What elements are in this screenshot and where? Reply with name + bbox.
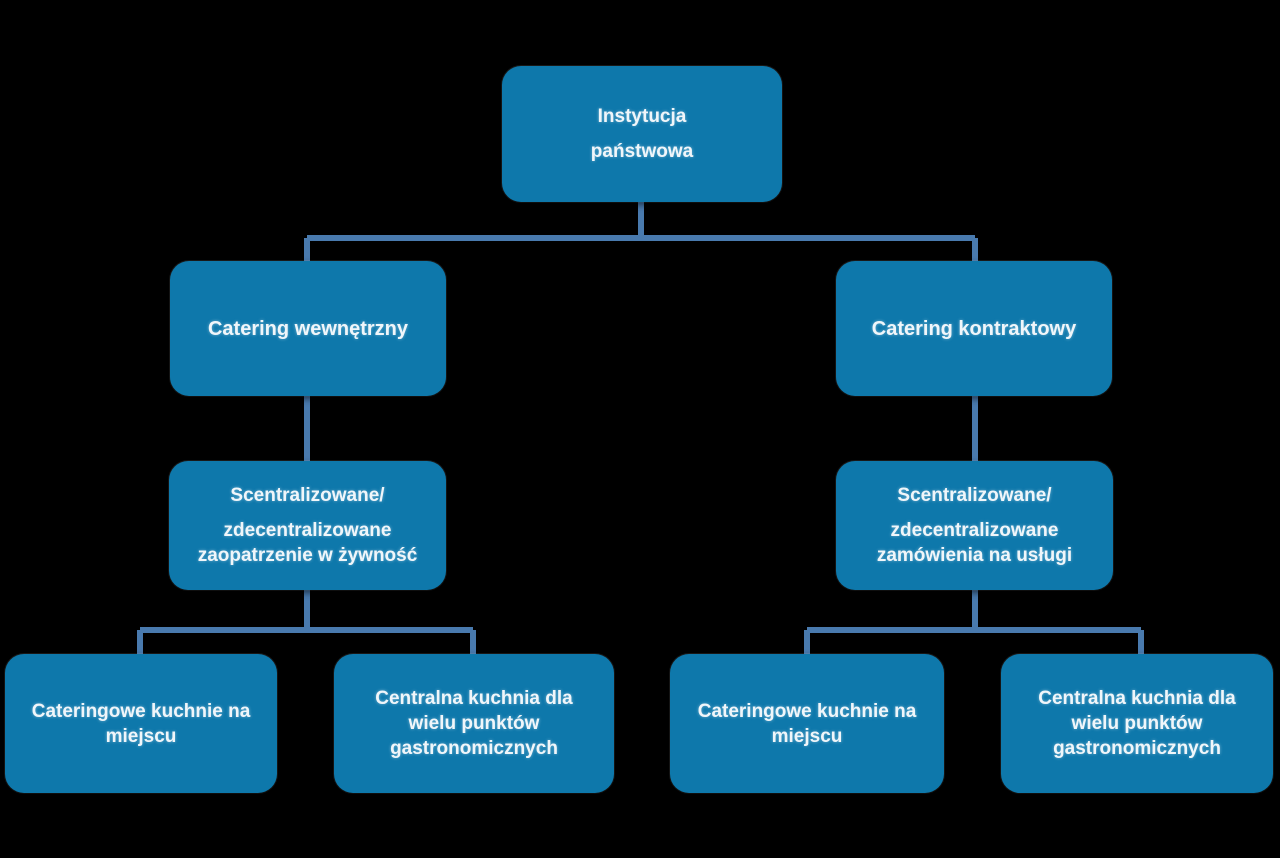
node-label-line: państwowa <box>590 141 694 162</box>
node-label-line: Instytucja <box>597 106 687 127</box>
node-label-line: Centralna kuchnia dla <box>375 688 573 709</box>
node-label-line: wielu punktów <box>1071 713 1203 734</box>
node-centralna-kuchnia-left[interactable]: Centralna kuchnia dla wielu punktów gast… <box>334 654 614 793</box>
node-catering-kontraktowy[interactable]: Catering kontraktowy <box>836 261 1112 396</box>
node-label-line: zamówienia na usługi <box>876 545 1073 566</box>
node-label-line: zdecentralizowane <box>223 520 392 541</box>
node-label-line: Cateringowe kuchnie na <box>31 700 251 722</box>
node-label-line: Scentralizowane/ <box>230 485 385 506</box>
node-label-line: gastronomicznych <box>1053 738 1221 759</box>
node-label-line: Cateringowe kuchnie na <box>697 700 917 722</box>
node-label-line: zaopatrzenie w żywność <box>197 545 418 566</box>
node-label-line: gastronomicznych <box>390 738 558 759</box>
node-label-line: zdecentralizowane <box>890 520 1059 541</box>
node-label-line: Catering wewnętrzny <box>207 317 409 340</box>
node-label-line: Centralna kuchnia dla <box>1038 688 1236 709</box>
node-label-line: wielu punktów <box>408 713 540 734</box>
node-zaopatrzenie-w-zywnosc[interactable]: Scentralizowane/ zdecentralizowane zaopa… <box>169 461 446 590</box>
node-catering-wewnetrzny[interactable]: Catering wewnętrzny <box>170 261 446 396</box>
node-cateringowe-kuchnie-na-miejscu-left[interactable]: Cateringowe kuchnie na miejscu <box>5 654 277 793</box>
node-label-line: Catering kontraktowy <box>871 317 1077 340</box>
node-cateringowe-kuchnie-na-miejscu-right[interactable]: Cateringowe kuchnie na miejscu <box>670 654 944 793</box>
node-label-line: Scentralizowane/ <box>897 485 1052 506</box>
node-instytucja-panstwowa[interactable]: Instytucja państwowa <box>502 66 782 202</box>
node-label-line: miejscu <box>105 725 177 747</box>
node-centralna-kuchnia-right[interactable]: Centralna kuchnia dla wielu punktów gast… <box>1001 654 1273 793</box>
node-label-line: miejscu <box>771 725 843 747</box>
node-zamowienia-na-uslugi[interactable]: Scentralizowane/ zdecentralizowane zamów… <box>836 461 1113 590</box>
